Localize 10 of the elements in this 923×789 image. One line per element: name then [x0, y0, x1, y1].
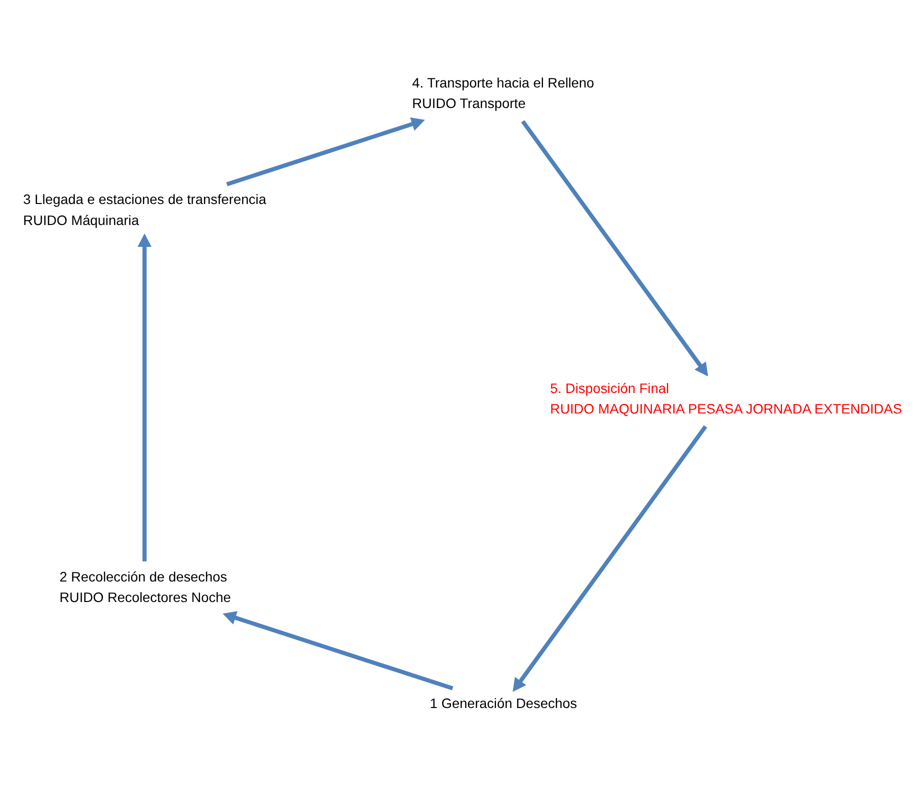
node-text: 3 Llegada e estaciones de transferencia RUIDO Máquinaria: [23, 192, 266, 228]
arrow: [138, 234, 152, 562]
node-text: 2 Recolección de desechos RUIDO Recolectores Noche: [60, 569, 231, 605]
arrow: [226, 117, 425, 186]
arrow: [521, 120, 708, 376]
node-text: 1 Generación Desechos: [430, 696, 577, 712]
node-text: 5. Disposición Final RUIDO MAQUINARIA PESASA JORNADA EXTENDIDAS: [550, 380, 902, 416]
node-text: 4. Transporte hacia el Relleno RUIDO Transporte: [412, 76, 594, 112]
arrow: [222, 611, 454, 690]
arrow: [512, 425, 708, 692]
